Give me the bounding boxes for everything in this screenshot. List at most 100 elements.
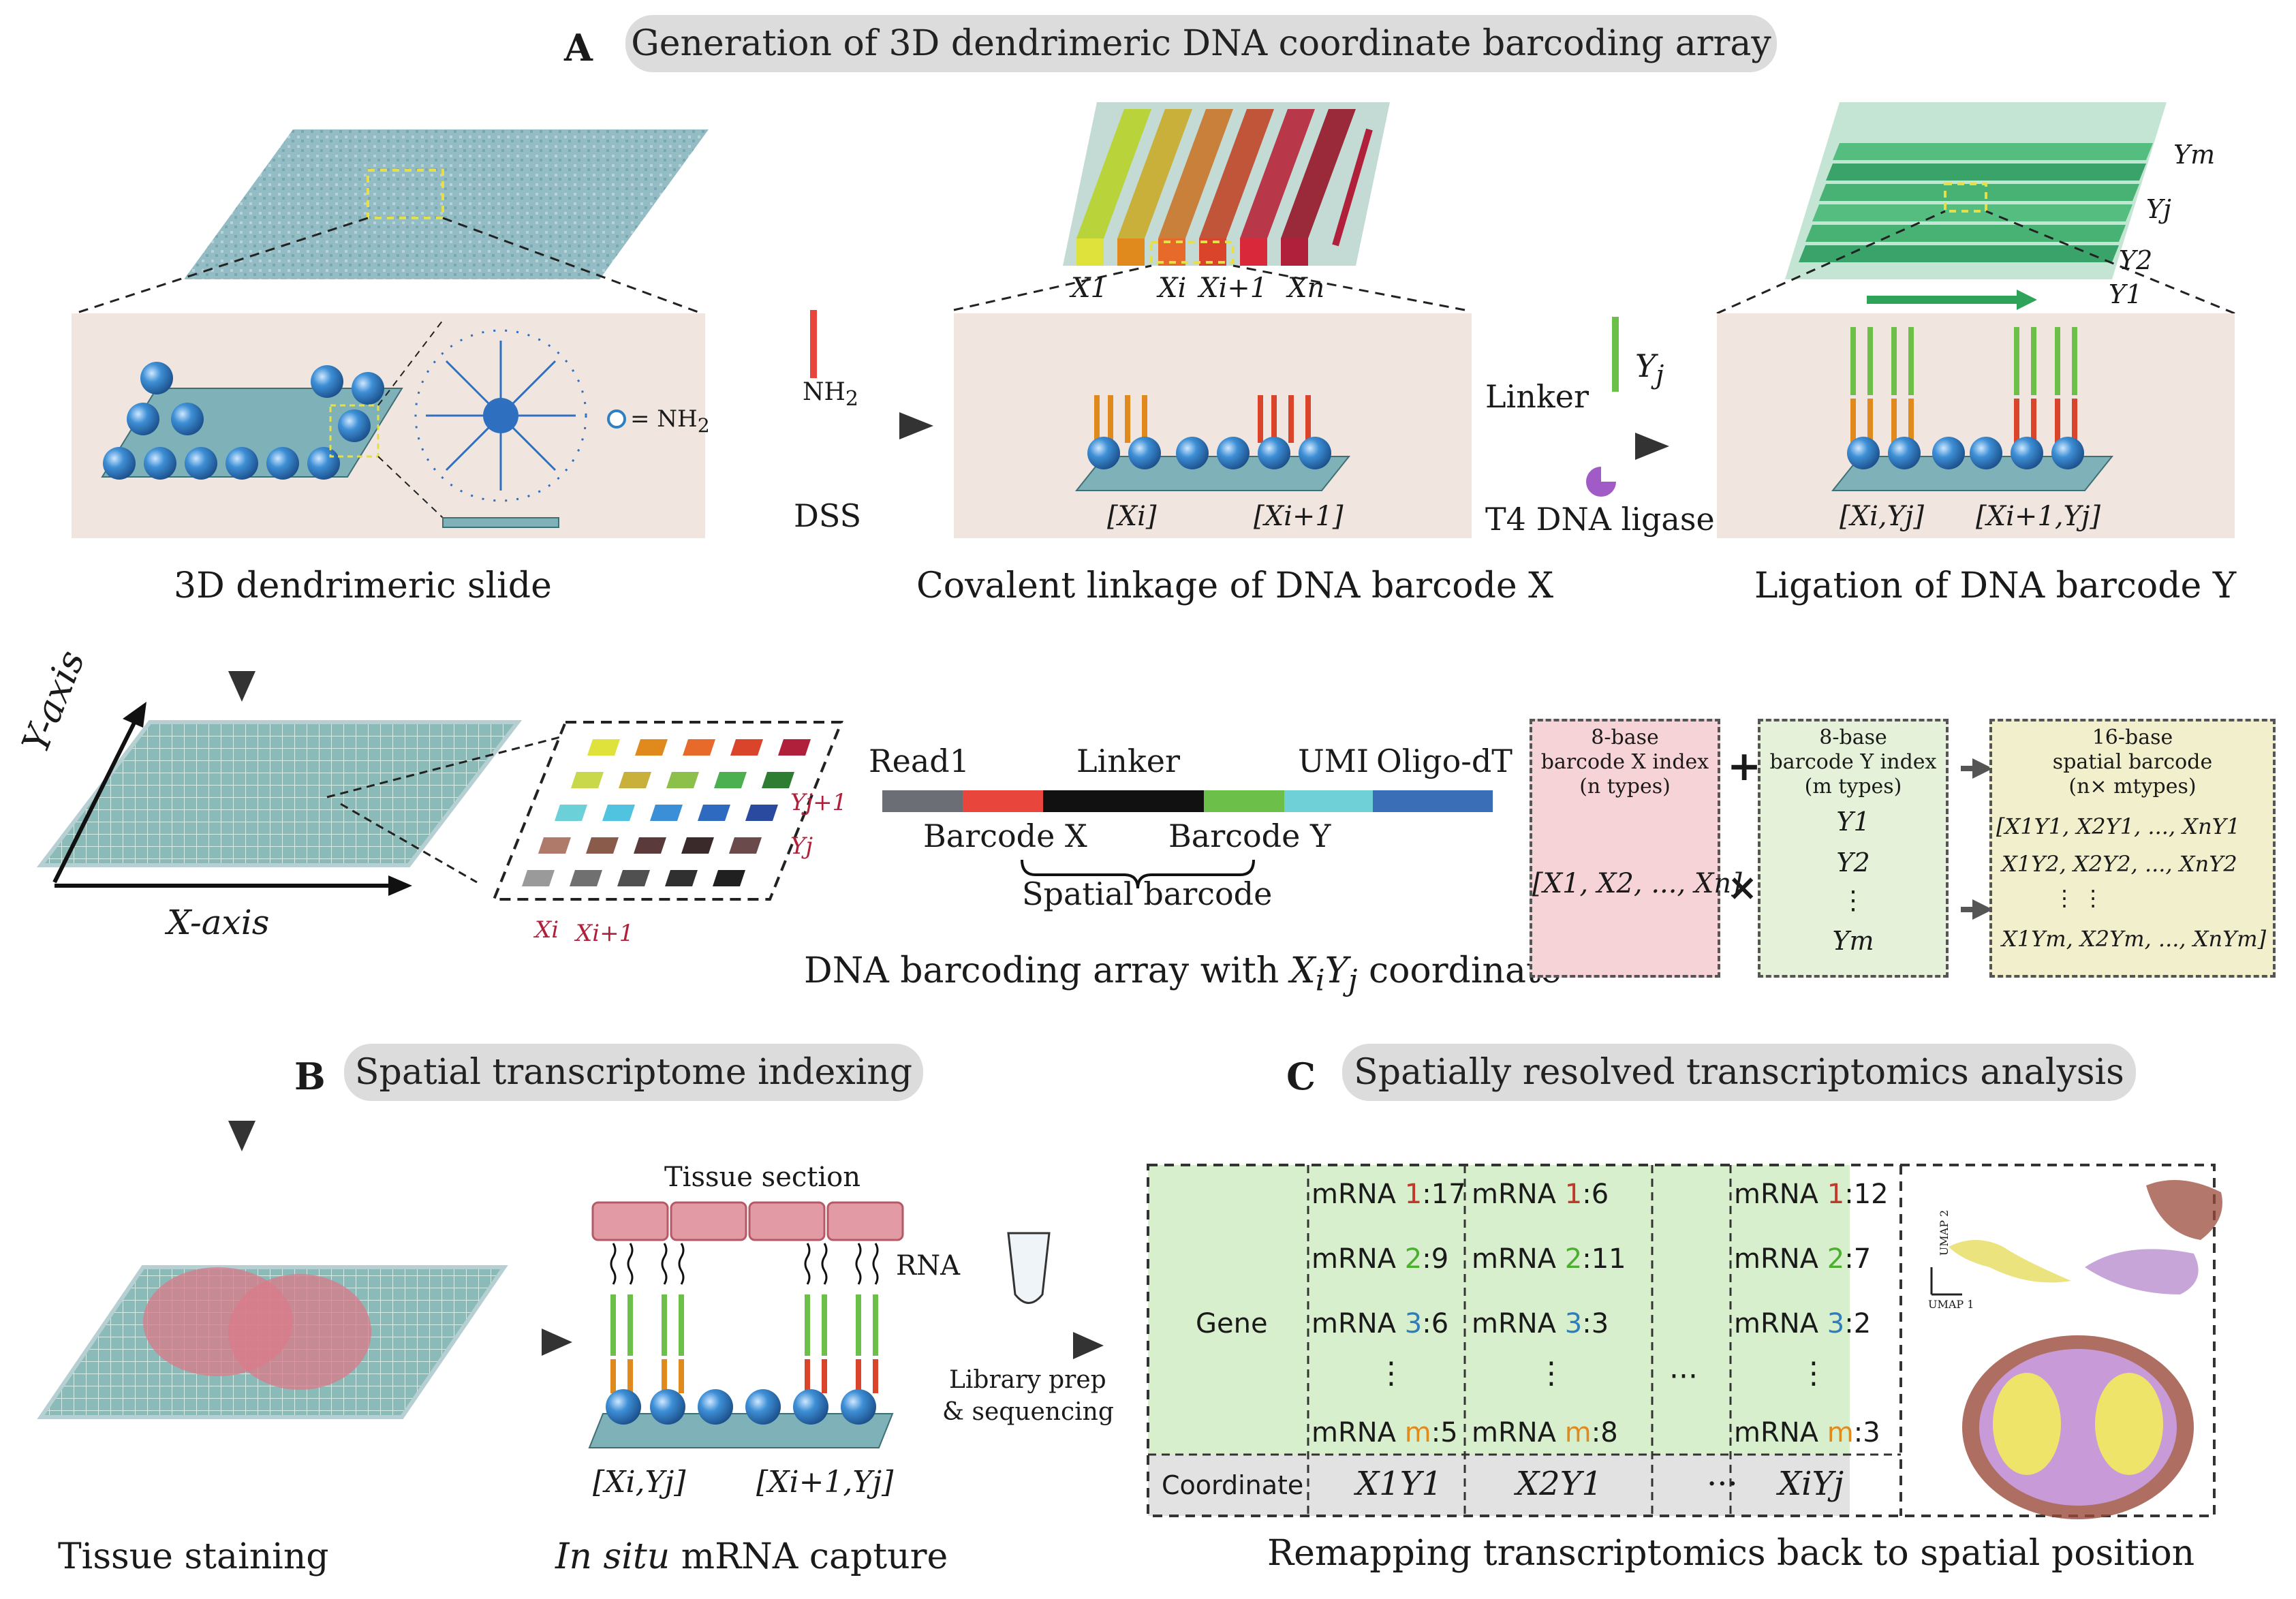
- grid-label-yj: Yj: [790, 833, 813, 860]
- barcode-grid-cell: [730, 739, 763, 756]
- barcode-grid-cell: [681, 837, 714, 854]
- nh2-legend: = NH2: [630, 405, 710, 437]
- box3-title-2: spatial barcode: [2052, 750, 2213, 774]
- mrna-count-cell: mRNA 1:17: [1312, 1179, 1466, 1210]
- nh2-strand: [810, 310, 817, 378]
- panel-c-title: Spatially resolved transcriptomics analy…: [1342, 1044, 2136, 1101]
- x-label-i1: Xi+1: [1199, 273, 1268, 304]
- coordinate-cell: X1Y1: [1356, 1465, 1442, 1503]
- umap-plot: [1930, 1180, 2222, 1296]
- tissue-section-label: Tissue section: [664, 1162, 860, 1193]
- box1-content: [X1, X2, ..., Xn]: [1532, 868, 1742, 899]
- mrna-count-cell: mRNA 3:6: [1312, 1308, 1449, 1339]
- box2-item-2: Y2: [1836, 848, 1870, 878]
- box3-row-m: X1Ym, X2Ym, ..., XnYm]: [2002, 926, 2267, 952]
- y-label-m: Ym: [2173, 140, 2216, 170]
- capture-caption: In situ mRNA capture: [555, 1536, 948, 1577]
- barcode-grid-cell: [762, 772, 794, 788]
- rna-label: RNA: [896, 1250, 961, 1282]
- vertical-ellipsis: ⋮: [1376, 1356, 1406, 1391]
- barcode-grid-cell: [570, 870, 602, 886]
- box2-item-1: Y1: [1836, 807, 1870, 837]
- mrna-count-cell: mRNA 2:9: [1312, 1243, 1449, 1275]
- dendrimeric-slide-top: [74, 129, 709, 315]
- box2-title-1: 8-base: [1819, 726, 1887, 749]
- library-prep-label: Library prep: [949, 1366, 1106, 1394]
- coordinate-cell: X2Y1: [1516, 1465, 1602, 1503]
- yj-label: Yj: [1635, 347, 1664, 391]
- barcode-grid-cell: [619, 772, 651, 788]
- x-axis-label: X-axis: [167, 903, 270, 942]
- panel-b-letter: B: [294, 1055, 326, 1098]
- barcode-grid-cell: [635, 739, 668, 756]
- barcode-grid-cell: [555, 805, 587, 821]
- box3-row-1: [X1Y1, X2Y1, ..., XnY1: [1996, 813, 2241, 839]
- bead-xy-label-1: [Xi,Yj]: [1840, 501, 1925, 532]
- barcode-grid-cell: [571, 772, 604, 788]
- y-label-2: Y2: [2119, 245, 2153, 275]
- grid-label-xi: Xi: [535, 916, 559, 944]
- gene-table-bg: [1148, 1165, 1850, 1455]
- barcode-grid-cell: [666, 772, 699, 788]
- x-label-i: Xi: [1158, 273, 1187, 304]
- yj-strand: [1612, 317, 1619, 392]
- barcode-grid-cell: [538, 837, 571, 854]
- sequencing-label: & sequencing: [942, 1398, 1114, 1426]
- beige-panel-3: [1717, 313, 2235, 538]
- barcode-grid-cell: [745, 805, 778, 821]
- x-channel-slide: [953, 102, 1465, 311]
- mrna-count-cell: mRNA m:8: [1472, 1417, 1618, 1448]
- panel-a-title: Generation of 3D dendrimeric DNA coordin…: [625, 15, 1777, 72]
- ligase-icon: [1586, 467, 1616, 497]
- bead-x-label-i1: [Xi+1]: [1254, 501, 1344, 532]
- barcode-grid-cell: [586, 837, 619, 854]
- spatial-barcode-label: Spatial barcode: [1022, 875, 1273, 912]
- box1-title-3: (n types): [1579, 775, 1671, 798]
- gene-row-label: Gene: [1196, 1308, 1268, 1339]
- beige-panel-2: [954, 313, 1472, 538]
- barcode-grid-cell: [602, 805, 635, 821]
- barcode-grid-cell: [729, 837, 762, 854]
- bead-x-label-i: [Xi]: [1107, 501, 1157, 532]
- barcode-x-index-box: 8-base barcode X index (n types) [X1, X2…: [1530, 719, 1742, 978]
- linker-seg-label: Linker: [1076, 743, 1180, 779]
- ligase-label: T4 DNA ligase: [1485, 501, 1715, 538]
- barcode-y-label: Barcode Y: [1168, 818, 1331, 854]
- box2-item-dots: ⋮: [1840, 885, 1866, 915]
- coordinate-cell: ···: [1707, 1465, 1738, 1503]
- oligo-structure-bar: [882, 790, 1493, 889]
- y-label-1: Y1: [2109, 279, 2143, 309]
- barcode-y-index-box: 8-base barcode Y index (m types) Y1 Y2 ⋮…: [1758, 719, 1949, 978]
- barcode-grid-cell: [713, 870, 745, 886]
- barcode-grid-cell: [587, 739, 620, 756]
- capture-bead-label-2: [Xi+1,Yj]: [756, 1465, 894, 1500]
- barcode-grid-cell: [522, 870, 555, 886]
- barcode-color-grid: [492, 721, 843, 901]
- panel-b-title: Spatial transcriptome indexing: [344, 1044, 923, 1101]
- capture-bead-label-1: [Xi,Yj]: [593, 1465, 686, 1500]
- tissue-caption: Tissue staining: [58, 1536, 329, 1577]
- tissue-cluster-map: [1962, 1335, 2194, 1519]
- grid-label-xi1: Xi+1: [576, 920, 634, 947]
- barcode-grid-cell: [714, 772, 747, 788]
- box3-row-dots: ⋮ ⋮: [2053, 885, 2105, 911]
- box2-title-2: barcode Y index: [1769, 750, 1937, 774]
- panel-c-letter: C: [1286, 1055, 1316, 1098]
- grid-label-yj1: Yj+1: [790, 789, 848, 816]
- coordinate-row-label: Coordinate: [1162, 1470, 1304, 1500]
- mrna-count-cell: mRNA 2:11: [1472, 1243, 1626, 1275]
- array-caption: DNA barcoding array with XiYj coordinate: [804, 950, 1562, 998]
- times-sign: ×: [1727, 865, 1758, 909]
- barcode-grid-cell: [617, 870, 650, 886]
- mrna-count-cell: mRNA 3:3: [1472, 1308, 1609, 1339]
- barcode-grid-cell: [650, 805, 683, 821]
- linker-label: Linker: [1485, 378, 1589, 415]
- horizontal-ellipsis: ···: [1669, 1359, 1698, 1394]
- mrna-count-cell: mRNA m:3: [1734, 1417, 1880, 1448]
- dendrimer: [414, 329, 626, 528]
- bead-xy-label-2: [Xi+1,Yj]: [1976, 501, 2100, 532]
- mrna-count-cell: mRNA 3:2: [1734, 1308, 1872, 1339]
- step2-caption: Covalent linkage of DNA barcode X: [916, 565, 1554, 606]
- spatial-barcode-box: 16-base spatial barcode (n× mtypes) [X1Y…: [1989, 719, 2276, 978]
- barcode-grid-cell: [634, 837, 666, 854]
